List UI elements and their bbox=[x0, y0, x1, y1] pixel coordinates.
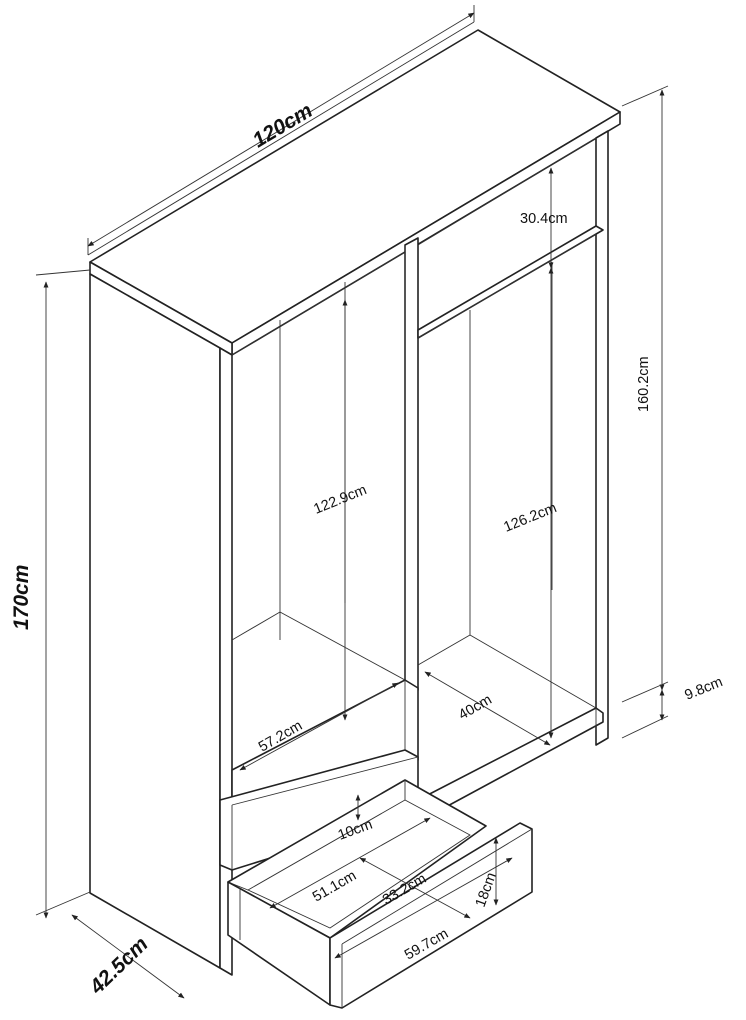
left-side-panel bbox=[89, 273, 221, 969]
top-panel bbox=[89, 29, 621, 344]
right-floor-label: 40cm bbox=[456, 692, 495, 724]
height-label: 170cm bbox=[10, 565, 33, 630]
right-height-label: 160.2cm bbox=[636, 356, 652, 412]
back-panel-outline bbox=[231, 251, 406, 356]
center-divider bbox=[404, 237, 419, 698]
dimension-lines bbox=[35, 5, 669, 999]
top-shelf bbox=[417, 225, 604, 339]
right-side-panel bbox=[595, 130, 609, 746]
right-hang-label: 126.2cm bbox=[502, 500, 560, 536]
top-shelf-gap-label: 30.4cm bbox=[520, 211, 568, 227]
left-hang-label: 122.9cm bbox=[312, 482, 370, 518]
base-height-label: 9.8cm bbox=[683, 674, 726, 704]
depth-label: 42.5cm bbox=[85, 933, 153, 1000]
